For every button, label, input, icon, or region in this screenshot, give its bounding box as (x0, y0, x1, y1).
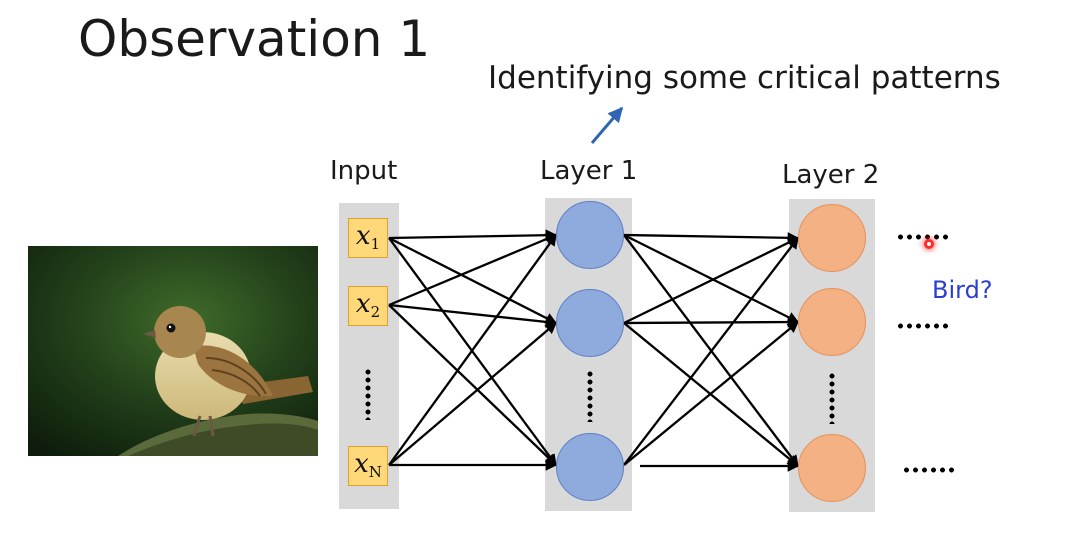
input-ellipsis (365, 368, 371, 420)
layer1-neuron (556, 201, 624, 269)
input-x1: x1 (348, 218, 388, 258)
layer2-ellipsis (829, 372, 835, 424)
pattern-caption: Identifying some critical patterns (488, 60, 1001, 96)
layer2-neuron (798, 288, 866, 356)
input-xN: xN (348, 446, 388, 486)
layer1-label: Layer 1 (540, 156, 638, 186)
slide-title: Observation 1 (78, 10, 431, 68)
output-ellipsis (902, 467, 956, 473)
layer2-neuron (798, 204, 866, 272)
bird-question: Bird? (932, 276, 993, 304)
layer1-ellipsis (587, 370, 593, 422)
output-ellipsis (896, 234, 950, 240)
layer2-label: Layer 2 (782, 160, 880, 190)
input-x2: x2 (348, 286, 388, 326)
pointer-arrow (590, 106, 624, 144)
laser-pointer-dot (924, 239, 934, 249)
layer1-neuron (556, 433, 624, 501)
layer2-neuron (798, 434, 866, 502)
bird-photo (28, 246, 318, 456)
input-label: Input (330, 156, 398, 186)
layer1-neuron (556, 289, 624, 357)
output-ellipsis (896, 323, 950, 329)
